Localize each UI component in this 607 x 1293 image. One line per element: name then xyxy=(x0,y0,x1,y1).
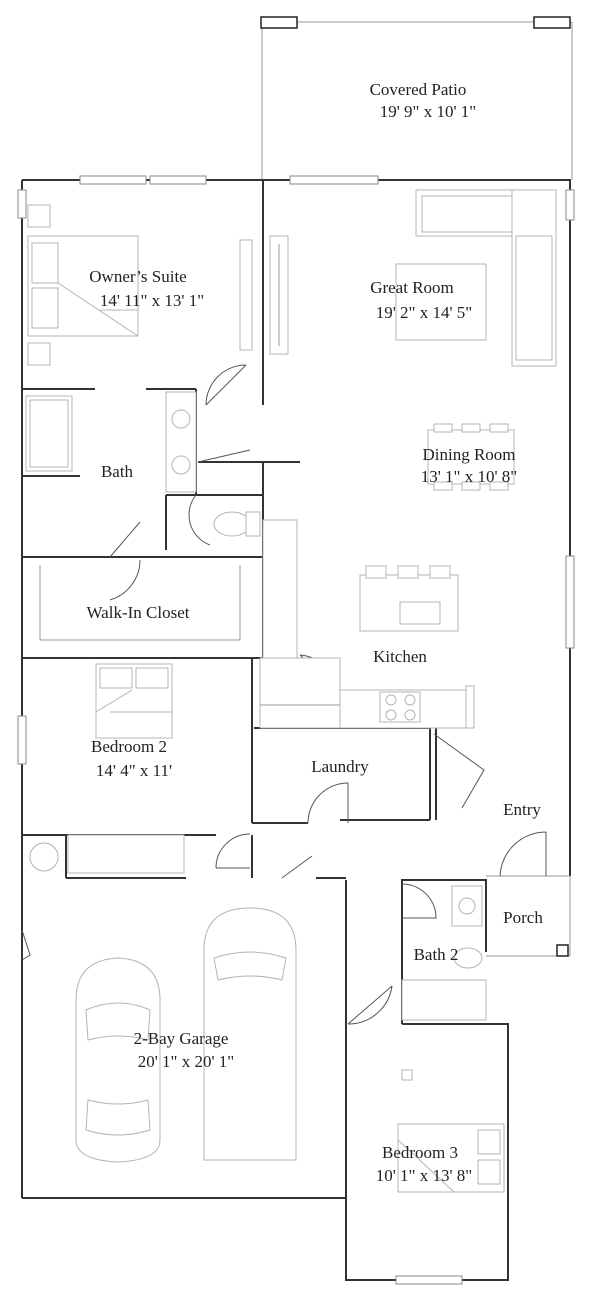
covered-patio-dims: 19' 9" x 10' 1" xyxy=(380,102,477,121)
room-labels: Covered Patio 19' 9" x 10' 1" Owner’s Su… xyxy=(87,80,544,1185)
door-swings xyxy=(21,364,547,1025)
bath2-bedroom3-furniture xyxy=(397,885,505,1193)
patio-post-right xyxy=(533,16,571,29)
bath-furniture xyxy=(25,391,261,537)
bedroom-2-label: Bedroom 2 xyxy=(91,737,167,756)
great-room-dims: 19' 2" x 14' 5" xyxy=(376,303,473,322)
porch-post xyxy=(556,944,569,957)
garage-cars xyxy=(75,907,297,1163)
dining-room-label: Dining Room xyxy=(422,445,515,464)
walk-in-closet-label: Walk-In Closet xyxy=(87,603,190,622)
great-room-label: Great Room xyxy=(370,278,454,297)
covered-patio-outline xyxy=(260,16,573,180)
kitchen-label: Kitchen xyxy=(373,647,427,666)
owners-suite-furniture xyxy=(27,204,289,366)
covered-patio-label: Covered Patio xyxy=(370,80,467,99)
great-room-furniture xyxy=(395,189,557,367)
porch-label: Porch xyxy=(503,908,543,927)
garage-dims: 20' 1" x 20' 1" xyxy=(138,1052,235,1071)
owners-suite-label: Owner’s Suite xyxy=(89,267,186,286)
bedroom-2-dims: 14' 4" x 11' xyxy=(96,761,172,780)
entry-label: Entry xyxy=(503,800,541,819)
bedroom-3-label: Bedroom 3 xyxy=(382,1143,458,1162)
bedroom-3-dims: 10' 1" x 13' 8" xyxy=(376,1166,473,1185)
owners-suite-dims: 14' 11" x 13' 1" xyxy=(100,291,204,310)
dining-room-dims: 13' 1" x 10' 8" xyxy=(421,467,518,486)
garage-label: 2-Bay Garage xyxy=(134,1029,229,1048)
laundry-label: Laundry xyxy=(311,757,369,776)
bath-2-label: Bath 2 xyxy=(414,945,459,964)
bath-label: Bath xyxy=(101,462,134,481)
closet-and-kitchen-counters xyxy=(39,519,475,729)
patio-post-left xyxy=(260,16,298,29)
dining-and-island xyxy=(359,423,515,632)
bedroom-2-furniture xyxy=(29,663,185,874)
windows xyxy=(17,175,575,1285)
